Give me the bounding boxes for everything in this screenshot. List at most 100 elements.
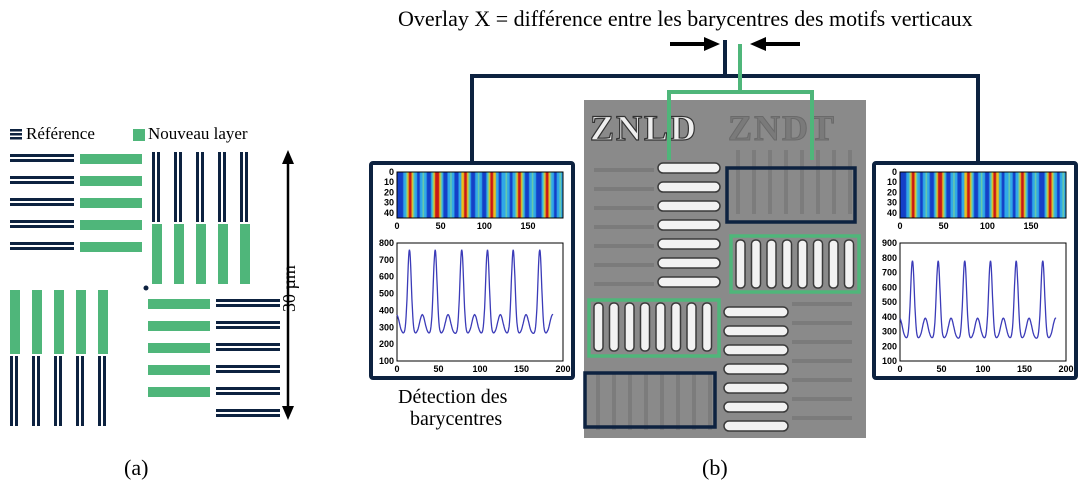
reference-line [216,304,280,307]
swatch-line [10,133,22,136]
reference-line [245,152,248,222]
reference-line [201,152,204,222]
reference-line [10,198,74,201]
line-y-tick: 900 [882,238,897,248]
reference-line [216,321,280,324]
reference-line [196,152,199,222]
line-y-tick: 700 [882,268,897,278]
line-y-tick: 400 [882,312,897,322]
sem-faint-line [692,372,696,430]
scale-arrow-head-bottom [282,406,294,420]
line-y-tick: 300 [379,322,394,332]
signal-line [396,249,554,334]
signal-line [899,260,1057,339]
heatmap-x-tick: 0 [897,221,902,231]
overlay-target-diagram [10,129,294,426]
sem-faint-line [768,150,772,214]
reference-line [216,414,280,417]
sem-bright-bar [750,239,762,289]
new-layer-bar [148,321,210,331]
reference-line [10,154,74,157]
line-y-tick: 100 [882,356,897,366]
sem-bright-bar [797,239,808,289]
legend-new-layer-label: Nouveau layer [148,124,248,143]
sem-label-left: ZNLD [590,108,698,148]
panel-b-caption: (b) [702,455,728,480]
sem-bright-bar [657,276,721,288]
swatch-line [10,129,22,132]
scale-arrow [282,150,294,420]
line-y-tick: 800 [882,253,897,263]
sem-bright-bar [657,181,721,193]
line-y-tick: 500 [379,289,394,299]
line-x-tick: 0 [394,364,399,374]
panel-a-caption: (a) [124,455,149,480]
new-layer-bar [148,343,210,353]
new-layer-bar [10,290,20,354]
reference-line [174,152,177,222]
sem-faint-line [660,372,664,430]
reference-line [10,356,13,426]
line-y-tick: 200 [882,341,897,351]
new-layer-bar [80,176,142,186]
sem-faint-line [594,244,654,248]
line-x-tick: 200 [1058,364,1073,374]
sem-faint-line [708,372,712,430]
sem-bright-bar [735,239,746,289]
heatmap-y-tick: 40 [887,208,897,218]
sem-faint-line [594,225,654,229]
new-layer-bar [148,387,210,397]
heatmap-y-tick: 0 [389,167,394,177]
heatmap-x-tick: 150 [1024,221,1039,231]
line-x-tick: 50 [433,364,443,374]
sem-faint-line [792,302,852,306]
reference-line [216,365,280,368]
reference-line [81,356,84,426]
line-y-tick: 400 [379,305,394,315]
sem-faint-line [792,321,852,325]
line-y-tick: 600 [882,282,897,292]
bottom-right-new-layer-bars [148,299,210,397]
line-y-tick: 700 [379,255,394,265]
reference-line [216,348,280,351]
top-left-reference-lines [10,154,74,250]
heatmap-image [899,171,1067,219]
sem-bright-bar [828,239,839,289]
reference-line [216,392,280,395]
detection-label-line1: Détection des [398,386,508,408]
reference-line [216,387,280,390]
heatmap-y-tick: 20 [887,187,897,197]
reference-line [10,242,74,245]
sem-faint-line [612,372,616,430]
sem-faint-line [676,372,680,430]
sem-faint-line [596,372,600,430]
line-x-tick: 0 [897,364,902,374]
heatmap-x-tick: 150 [521,221,536,231]
heatmap-x-tick: 0 [394,221,399,231]
new-layer-bar [32,290,42,354]
new-layer-bar [240,224,250,284]
sem-faint-line [800,150,804,214]
reference-line [240,152,243,222]
sem-bright-bar [723,325,789,337]
sem-bright-bar [639,302,651,352]
reference-line [216,326,280,329]
line-y-tick: 500 [882,297,897,307]
top-right-reference-lines [152,152,248,222]
heatmap-x-tick: 100 [477,221,492,231]
sem-faint-line [594,206,654,210]
line-x-tick: 150 [1017,364,1032,374]
reference-line [10,203,74,206]
sem-faint-line [594,168,654,172]
right-arrow-head [750,37,766,51]
reference-line [223,152,226,222]
heatmap-x-tick: 100 [980,221,995,231]
sem-bright-bar [670,302,682,352]
reference-box-top [725,166,857,224]
center-dot [143,285,149,291]
sem-bright-bar [686,302,697,352]
